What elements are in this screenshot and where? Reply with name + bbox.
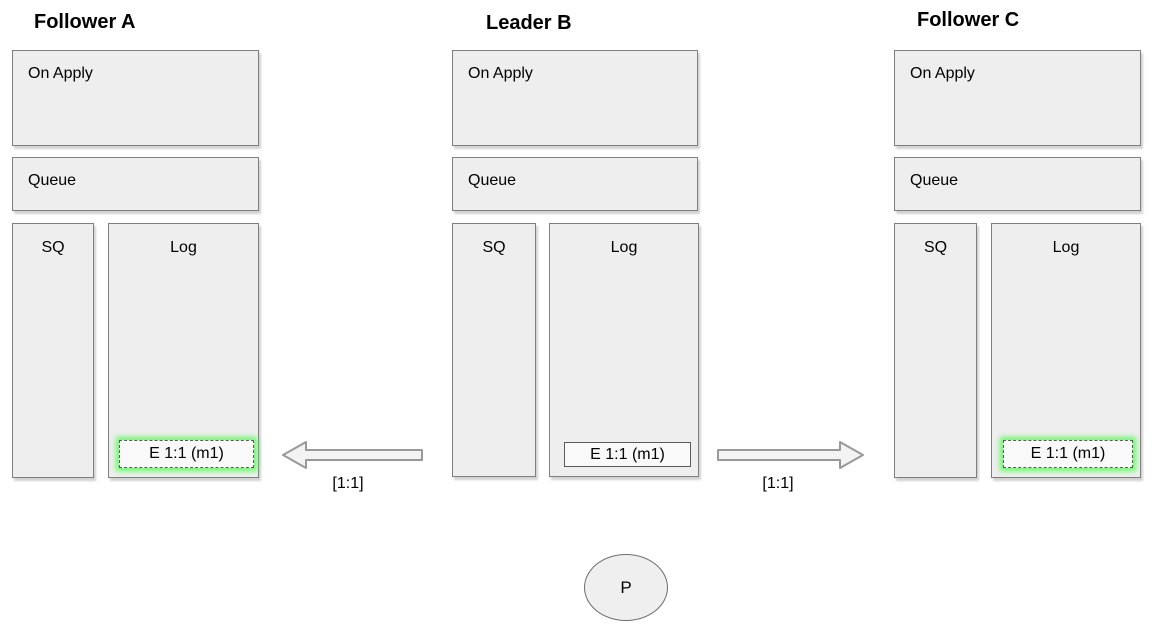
follower-c-on-apply-box: On Apply (894, 50, 1141, 146)
follower-c-queue-box: Queue (894, 157, 1141, 211)
on-apply-label: On Apply (910, 65, 975, 82)
replication-arrow-left-icon (282, 441, 423, 469)
node-title-leader-b: Leader B (486, 12, 572, 34)
queue-label: Queue (910, 172, 959, 189)
arrow-label-right: [1:1] (762, 475, 794, 492)
leader-b-queue-box: Queue (452, 157, 698, 211)
on-apply-label: On Apply (468, 65, 533, 82)
follower-a-log-box: Log E 1:1 (m1) (108, 223, 259, 478)
node-title-follower-c: Follower C (917, 9, 1020, 31)
follower-c-log-box: Log E 1:1 (m1) (991, 223, 1141, 478)
leader-b-log-entry: E 1:1 (m1) (564, 442, 691, 467)
log-label: Log (1052, 239, 1080, 256)
follower-a-sq-box: SQ (12, 223, 94, 478)
sq-label: SQ (923, 239, 948, 256)
leader-b-log-box: Log E 1:1 (m1) (549, 223, 699, 477)
node-title-follower-a: Follower A (34, 11, 136, 33)
queue-label: Queue (28, 172, 77, 189)
follower-a-log-entry: E 1:1 (m1) (119, 440, 254, 468)
proposer-ellipse: P (584, 554, 668, 621)
leader-b-on-apply-box: On Apply (452, 50, 698, 146)
log-label: Log (170, 239, 197, 256)
leader-b-sq-box: SQ (452, 223, 536, 477)
follower-c-log-entry: E 1:1 (m1) (1003, 440, 1133, 468)
follower-c-sq-box: SQ (894, 223, 977, 478)
queue-label: Queue (468, 172, 517, 189)
on-apply-label: On Apply (28, 65, 93, 82)
replication-arrow-right-icon (717, 441, 864, 469)
arrow-label-left: [1:1] (332, 475, 364, 492)
sq-label: SQ (41, 239, 65, 256)
sq-label: SQ (482, 239, 506, 256)
follower-a-on-apply-box: On Apply (12, 50, 259, 146)
log-label: Log (610, 239, 638, 256)
follower-a-queue-box: Queue (12, 157, 259, 211)
proposer-label: P (620, 577, 632, 597)
